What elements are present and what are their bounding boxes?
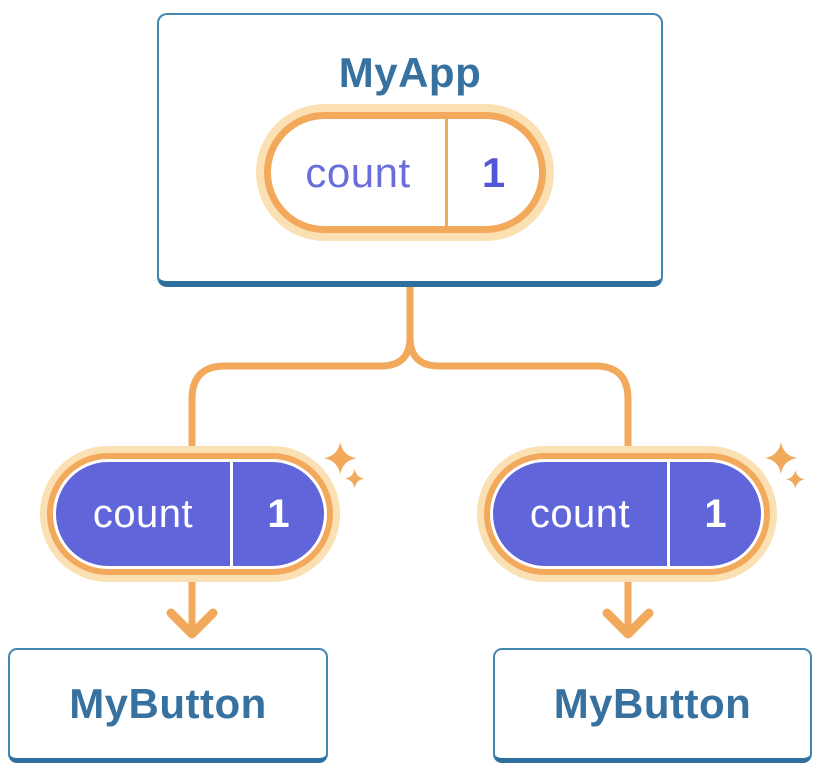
left-child-state-name: count xyxy=(56,462,233,566)
right-child-state-name: count xyxy=(493,462,670,566)
sparkle-small-right-icon xyxy=(786,470,805,489)
mybutton-card-left: MyButton xyxy=(8,648,328,763)
arrow-down-right-icon xyxy=(602,608,654,639)
root-state-pill: count 1 xyxy=(264,112,546,233)
tree-connector-right-branch xyxy=(406,287,632,628)
right-child-state-pill: count 1 xyxy=(484,453,770,575)
right-child-state-pill-body: count 1 xyxy=(493,462,761,566)
mybutton-card-right: MyButton xyxy=(493,648,812,763)
left-child-state-pill-body: count 1 xyxy=(56,462,324,566)
mybutton-left-title: MyButton xyxy=(69,680,267,727)
left-child-state-pill: count 1 xyxy=(47,453,333,575)
sparkle-large-left-icon xyxy=(324,442,357,475)
mybutton-right-title: MyButton xyxy=(553,680,752,727)
tree-connector xyxy=(188,287,632,628)
left-child-state-value: 1 xyxy=(267,491,290,536)
myapp-card: MyApp count 1 xyxy=(157,13,663,287)
sparkle-small-left-icon xyxy=(345,469,365,489)
root-state-name: count xyxy=(271,119,448,226)
right-child-state-value: 1 xyxy=(704,491,727,536)
myapp-title: MyApp xyxy=(338,49,482,96)
arrow-down-left-icon xyxy=(166,608,218,639)
root-state-value: 1 xyxy=(481,148,506,196)
sparkle-large-right-icon xyxy=(765,442,797,474)
